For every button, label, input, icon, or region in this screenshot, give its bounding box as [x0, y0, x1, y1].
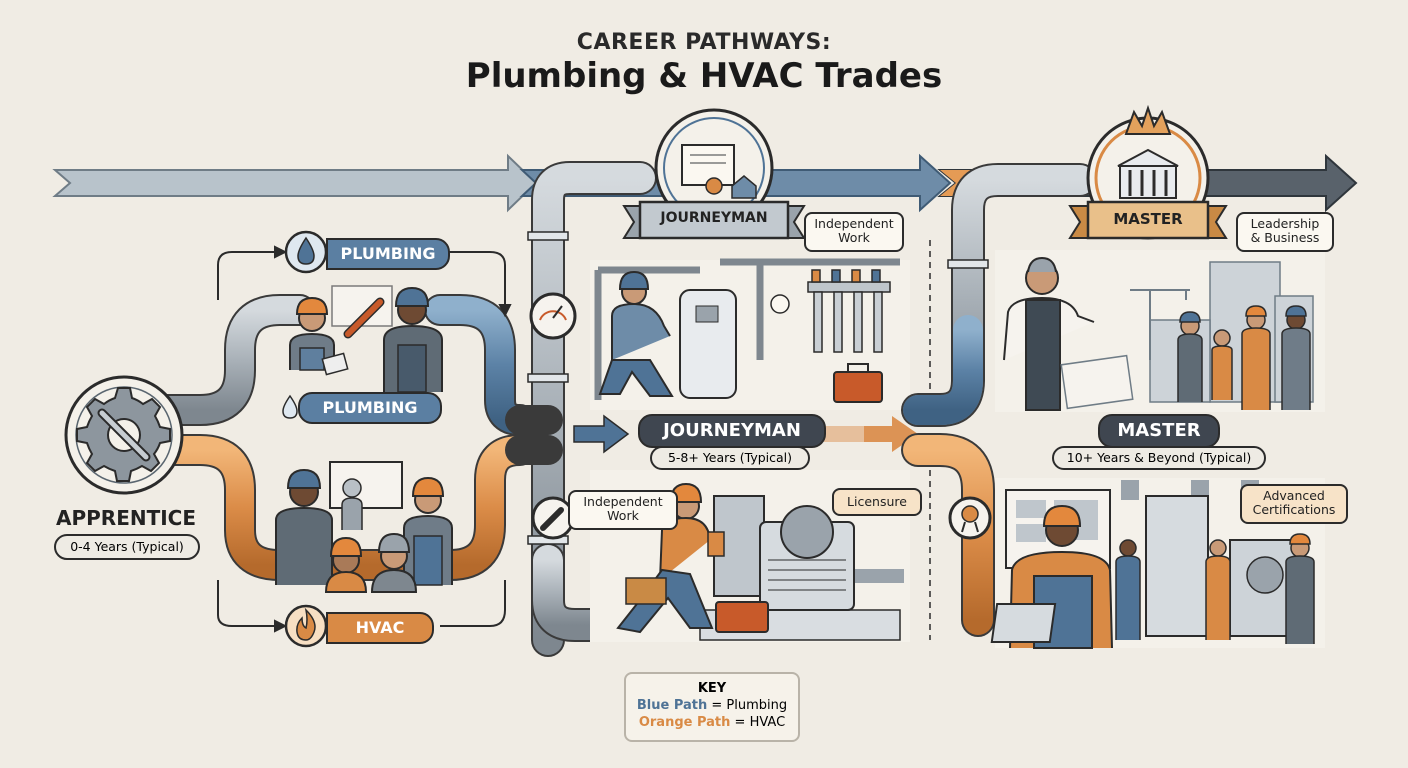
hvac-apprentice-classroom [275, 461, 453, 593]
journeyman-title: JOURNEYMAN [638, 414, 826, 448]
legend-blue-label: Blue Path [636, 698, 708, 713]
branch-label-hvac: HVAC [326, 612, 434, 644]
callout-advanced-certifications: Advanced Certifications [1240, 484, 1348, 524]
master-years-badge: 10+ Years & Beyond (Typical) [1052, 446, 1266, 470]
callout-hvac-independent-work: Independent Work [568, 490, 678, 530]
plumbing-apprentice-workers [289, 285, 443, 393]
journeyman-hvac-scene [590, 470, 910, 642]
water-drop-icon-top [284, 230, 328, 274]
journeyman-years-badge: 5-8+ Years (Typical) [650, 446, 810, 470]
journeyman-pipes [505, 161, 657, 657]
legend-row-blue: Blue Path = Plumbing [626, 697, 798, 714]
legend-blue-value: = Plumbing [707, 698, 788, 713]
flow-arrow-to-journeyman [573, 414, 630, 454]
callout-licensure: Licensure [832, 488, 922, 516]
water-drop-icon-mid [282, 394, 298, 419]
legend-orange-value: = HVAC [730, 715, 786, 730]
legend-row-orange: Orange Path = HVAC [626, 714, 798, 731]
apprentice-title: APPRENTICE [56, 506, 197, 530]
certificate-badge-icon [654, 108, 774, 228]
branch-label-plumbing-top: PLUMBING [326, 238, 450, 270]
page-supertitle: CAREER PATHWAYS: [576, 30, 832, 55]
callout-leadership-business: Leadership & Business [1236, 212, 1334, 252]
master-pipes [901, 163, 1097, 637]
wrench-badge-icon [531, 496, 575, 540]
flame-icon [284, 604, 328, 648]
master-ribbon-banner [1068, 200, 1228, 240]
journeyman-ribbon-banner [622, 200, 806, 240]
wrench-gear-icon [64, 375, 184, 495]
master-title: MASTER [1098, 414, 1220, 448]
pressure-gauge-icon [529, 292, 577, 340]
award-ribbon-icon [948, 496, 992, 540]
branch-label-plumbing-mid: PLUMBING [298, 392, 442, 424]
page-title: Plumbing & HVAC Trades [465, 56, 943, 96]
apprentice-years-badge: 0-4 Years (Typical) [54, 534, 200, 560]
top-arrow-apprentice [52, 153, 538, 213]
legend-orange-label: Orange Path [638, 715, 731, 730]
journeyman-banner-label: JOURNEYMAN [660, 210, 768, 226]
callout-plumbing-independent-work: Independent Work [804, 212, 904, 252]
journeyman-plumbing-scene [590, 258, 910, 410]
master-leadership-scene [995, 250, 1325, 412]
flow-arrow-to-master [824, 416, 918, 452]
legend-key: KEY Blue Path = Plumbing Orange Path = H… [624, 672, 800, 742]
legend-title: KEY [697, 681, 727, 696]
master-banner-label: MASTER [1113, 210, 1183, 228]
apprentice-flow-arrows [217, 245, 512, 633]
